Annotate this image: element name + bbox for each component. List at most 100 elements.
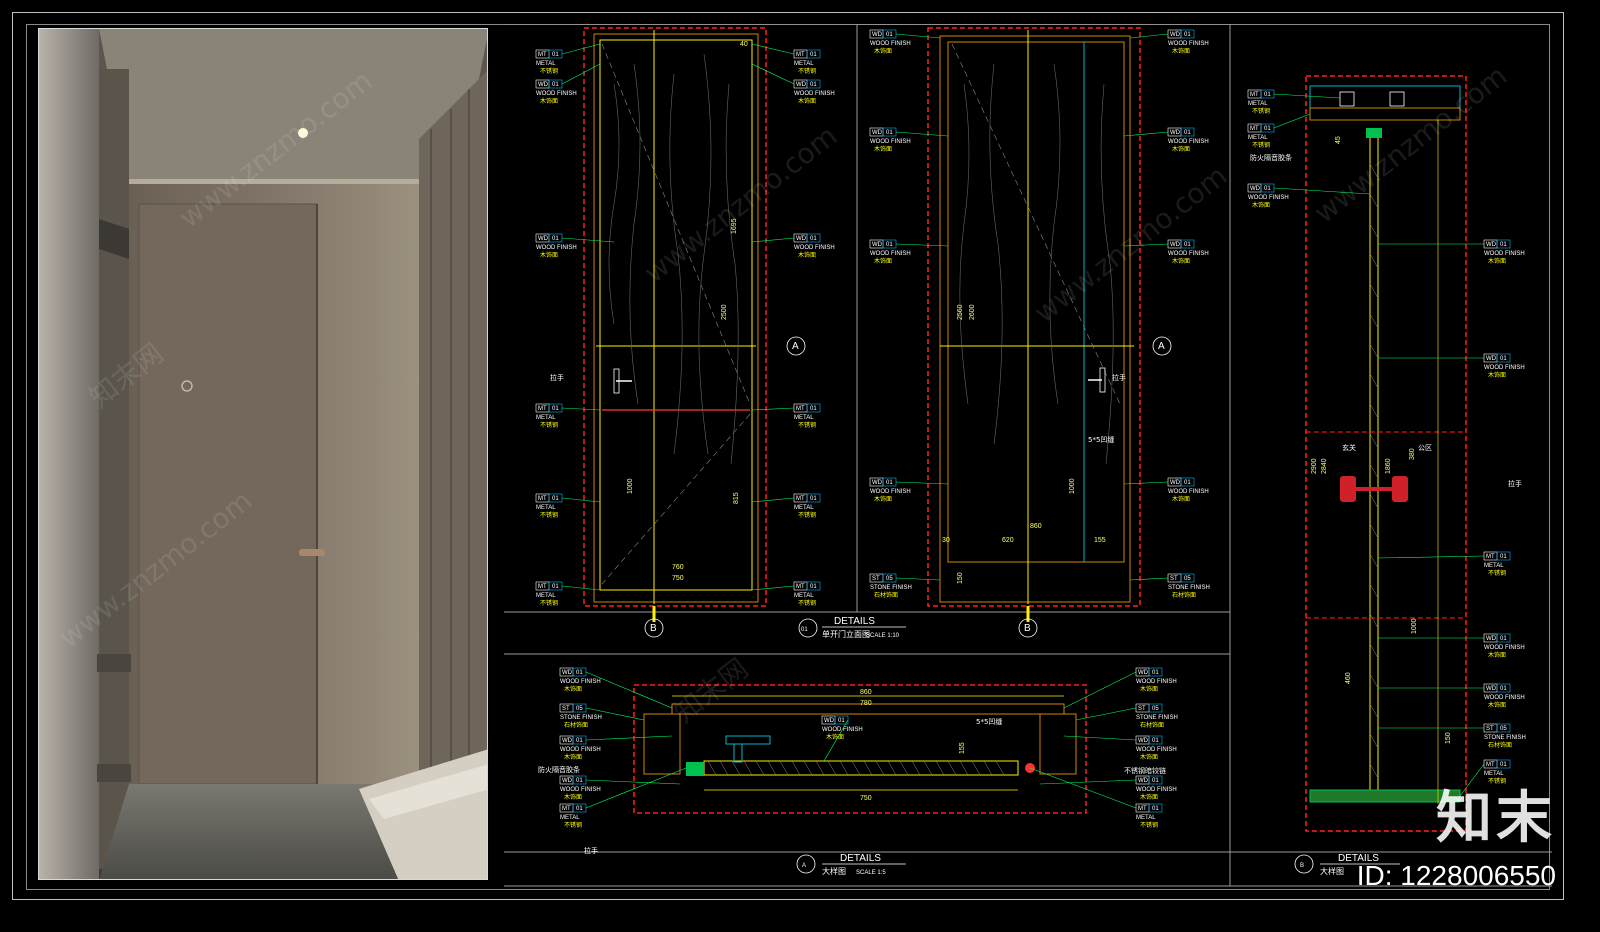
note-handle-section: 拉手	[1508, 479, 1522, 488]
elevation-number: 01	[801, 627, 808, 633]
tag-material-en: STONE FINISH	[1484, 735, 1526, 741]
tag-material-cn: 木饰面	[1488, 651, 1506, 659]
tag-number: 01	[552, 584, 559, 590]
tag-material-en: METAL	[1484, 563, 1504, 569]
tag-material-cn: 木饰面	[1172, 47, 1190, 55]
tag-material-en: METAL	[1484, 771, 1504, 777]
tag-material-en: METAL	[1248, 101, 1268, 107]
elevation-title-cn: 单开门立面图	[822, 629, 870, 639]
tag-code: ST	[872, 576, 880, 582]
tag-material-cn: 不锈钢	[798, 421, 816, 429]
tag-material-en: METAL	[560, 815, 580, 821]
section-ref-b-1: B	[650, 623, 657, 634]
tag-leader	[751, 63, 795, 85]
tag-material-en: WOOD FINISH	[1484, 645, 1525, 651]
tag-leader	[561, 585, 601, 591]
tag-code: MT	[796, 52, 805, 58]
tag-code: MT	[538, 52, 547, 58]
tag-material-en: WOOD FINISH	[1136, 679, 1177, 685]
tag-material-cn: 木饰面	[564, 685, 582, 693]
tag-leader	[1123, 243, 1169, 247]
tag-leader	[1123, 131, 1169, 137]
note-gap: 5*5凹缝	[1088, 435, 1114, 444]
tag-material-en: STONE FINISH	[1136, 715, 1178, 721]
section-title: DETAILS	[1338, 853, 1379, 864]
tag-material-en: METAL	[536, 505, 556, 511]
tag-material-cn: 木饰面	[874, 145, 892, 153]
elevation-title: DETAILS	[834, 616, 875, 627]
plan-scale: SCALE 1:5	[856, 870, 886, 876]
drawing-watermark-2: www.znzmo.com	[1028, 159, 1233, 330]
tag-material-cn: 木饰面	[1488, 257, 1506, 265]
tag-material-en: METAL	[1136, 815, 1156, 821]
tag-code: WD	[538, 236, 549, 242]
tag-leader	[1273, 93, 1341, 99]
tag-leader	[895, 131, 949, 137]
tag-material-cn: 不锈钢	[798, 511, 816, 519]
plan-title-block: A DETAILS 大样图 SCALE 1:5	[796, 853, 906, 876]
tag-code: WD	[872, 242, 883, 248]
tag-material-en: WOOD FINISH	[1168, 251, 1209, 257]
tag-material-cn: 不锈钢	[1488, 569, 1506, 577]
dim-620: 620	[1002, 537, 1014, 544]
tag-number: 05	[576, 706, 583, 712]
dim-2560: 2560	[957, 304, 964, 320]
tag-code: MT	[796, 584, 805, 590]
tag-leader	[751, 497, 795, 503]
dim-plan-780: 780	[860, 700, 872, 707]
tag-material-en: WOOD FINISH	[1136, 747, 1177, 753]
tag-leader	[1075, 707, 1137, 721]
tag-number: 01	[576, 806, 583, 812]
tag-material-en: METAL	[794, 415, 814, 421]
dim-380: 380	[1409, 448, 1416, 460]
tag-leader	[1039, 779, 1137, 785]
tag-leader	[585, 671, 673, 709]
tag-number: 01	[1500, 636, 1507, 642]
tag-number: 01	[810, 496, 817, 502]
tag-code: WD	[1486, 242, 1497, 248]
tag-material-en: WOOD FINISH	[1168, 489, 1209, 495]
tag-material-en: WOOD FINISH	[560, 787, 601, 793]
tag-material-en: METAL	[536, 415, 556, 421]
tag-leader	[1129, 33, 1169, 39]
dim-plan-155: 155	[959, 742, 966, 754]
tag-number: 01	[1152, 778, 1159, 784]
tag-material-en: WOOD FINISH	[870, 41, 911, 47]
tag-material-cn: 木饰面	[1172, 145, 1190, 153]
tag-number: 01	[886, 32, 893, 38]
tag-number: 01	[576, 778, 583, 784]
tag-leader	[751, 407, 795, 411]
door-plan-detail: 860 780 750 155 5*5凹缝 防火隔音胶条 不锈钢暗铰链 拉手	[538, 684, 1166, 855]
tag-code: WD	[1250, 186, 1261, 192]
tag-material-cn: 石材饰面	[1140, 721, 1164, 729]
tag-leader	[561, 237, 615, 243]
tag-code: MT	[1250, 92, 1259, 98]
tag-code: MT	[1138, 806, 1147, 812]
dim-1000-b: 1000	[1069, 478, 1076, 494]
tag-leader	[561, 407, 601, 411]
tag-code: ST	[1170, 576, 1178, 582]
tag-code: WD	[1486, 356, 1497, 362]
tag-material-en: WOOD FINISH	[1168, 41, 1209, 47]
tag-code: ST	[1138, 706, 1146, 712]
tag-number: 05	[886, 576, 893, 582]
elevation-title-block: 01 DETAILS 单开门立面图 SCALE 1:10	[798, 616, 906, 639]
dim-2900: 2900	[1311, 458, 1318, 474]
tag-material-en: WOOD FINISH	[1484, 365, 1525, 371]
tag-material-en: WOOD FINISH	[1248, 195, 1289, 201]
tag-code: WD	[538, 82, 549, 88]
tag-material-cn: 不锈钢	[798, 67, 816, 75]
tag-code: WD	[1138, 778, 1149, 784]
tag-code: WD	[1138, 670, 1149, 676]
